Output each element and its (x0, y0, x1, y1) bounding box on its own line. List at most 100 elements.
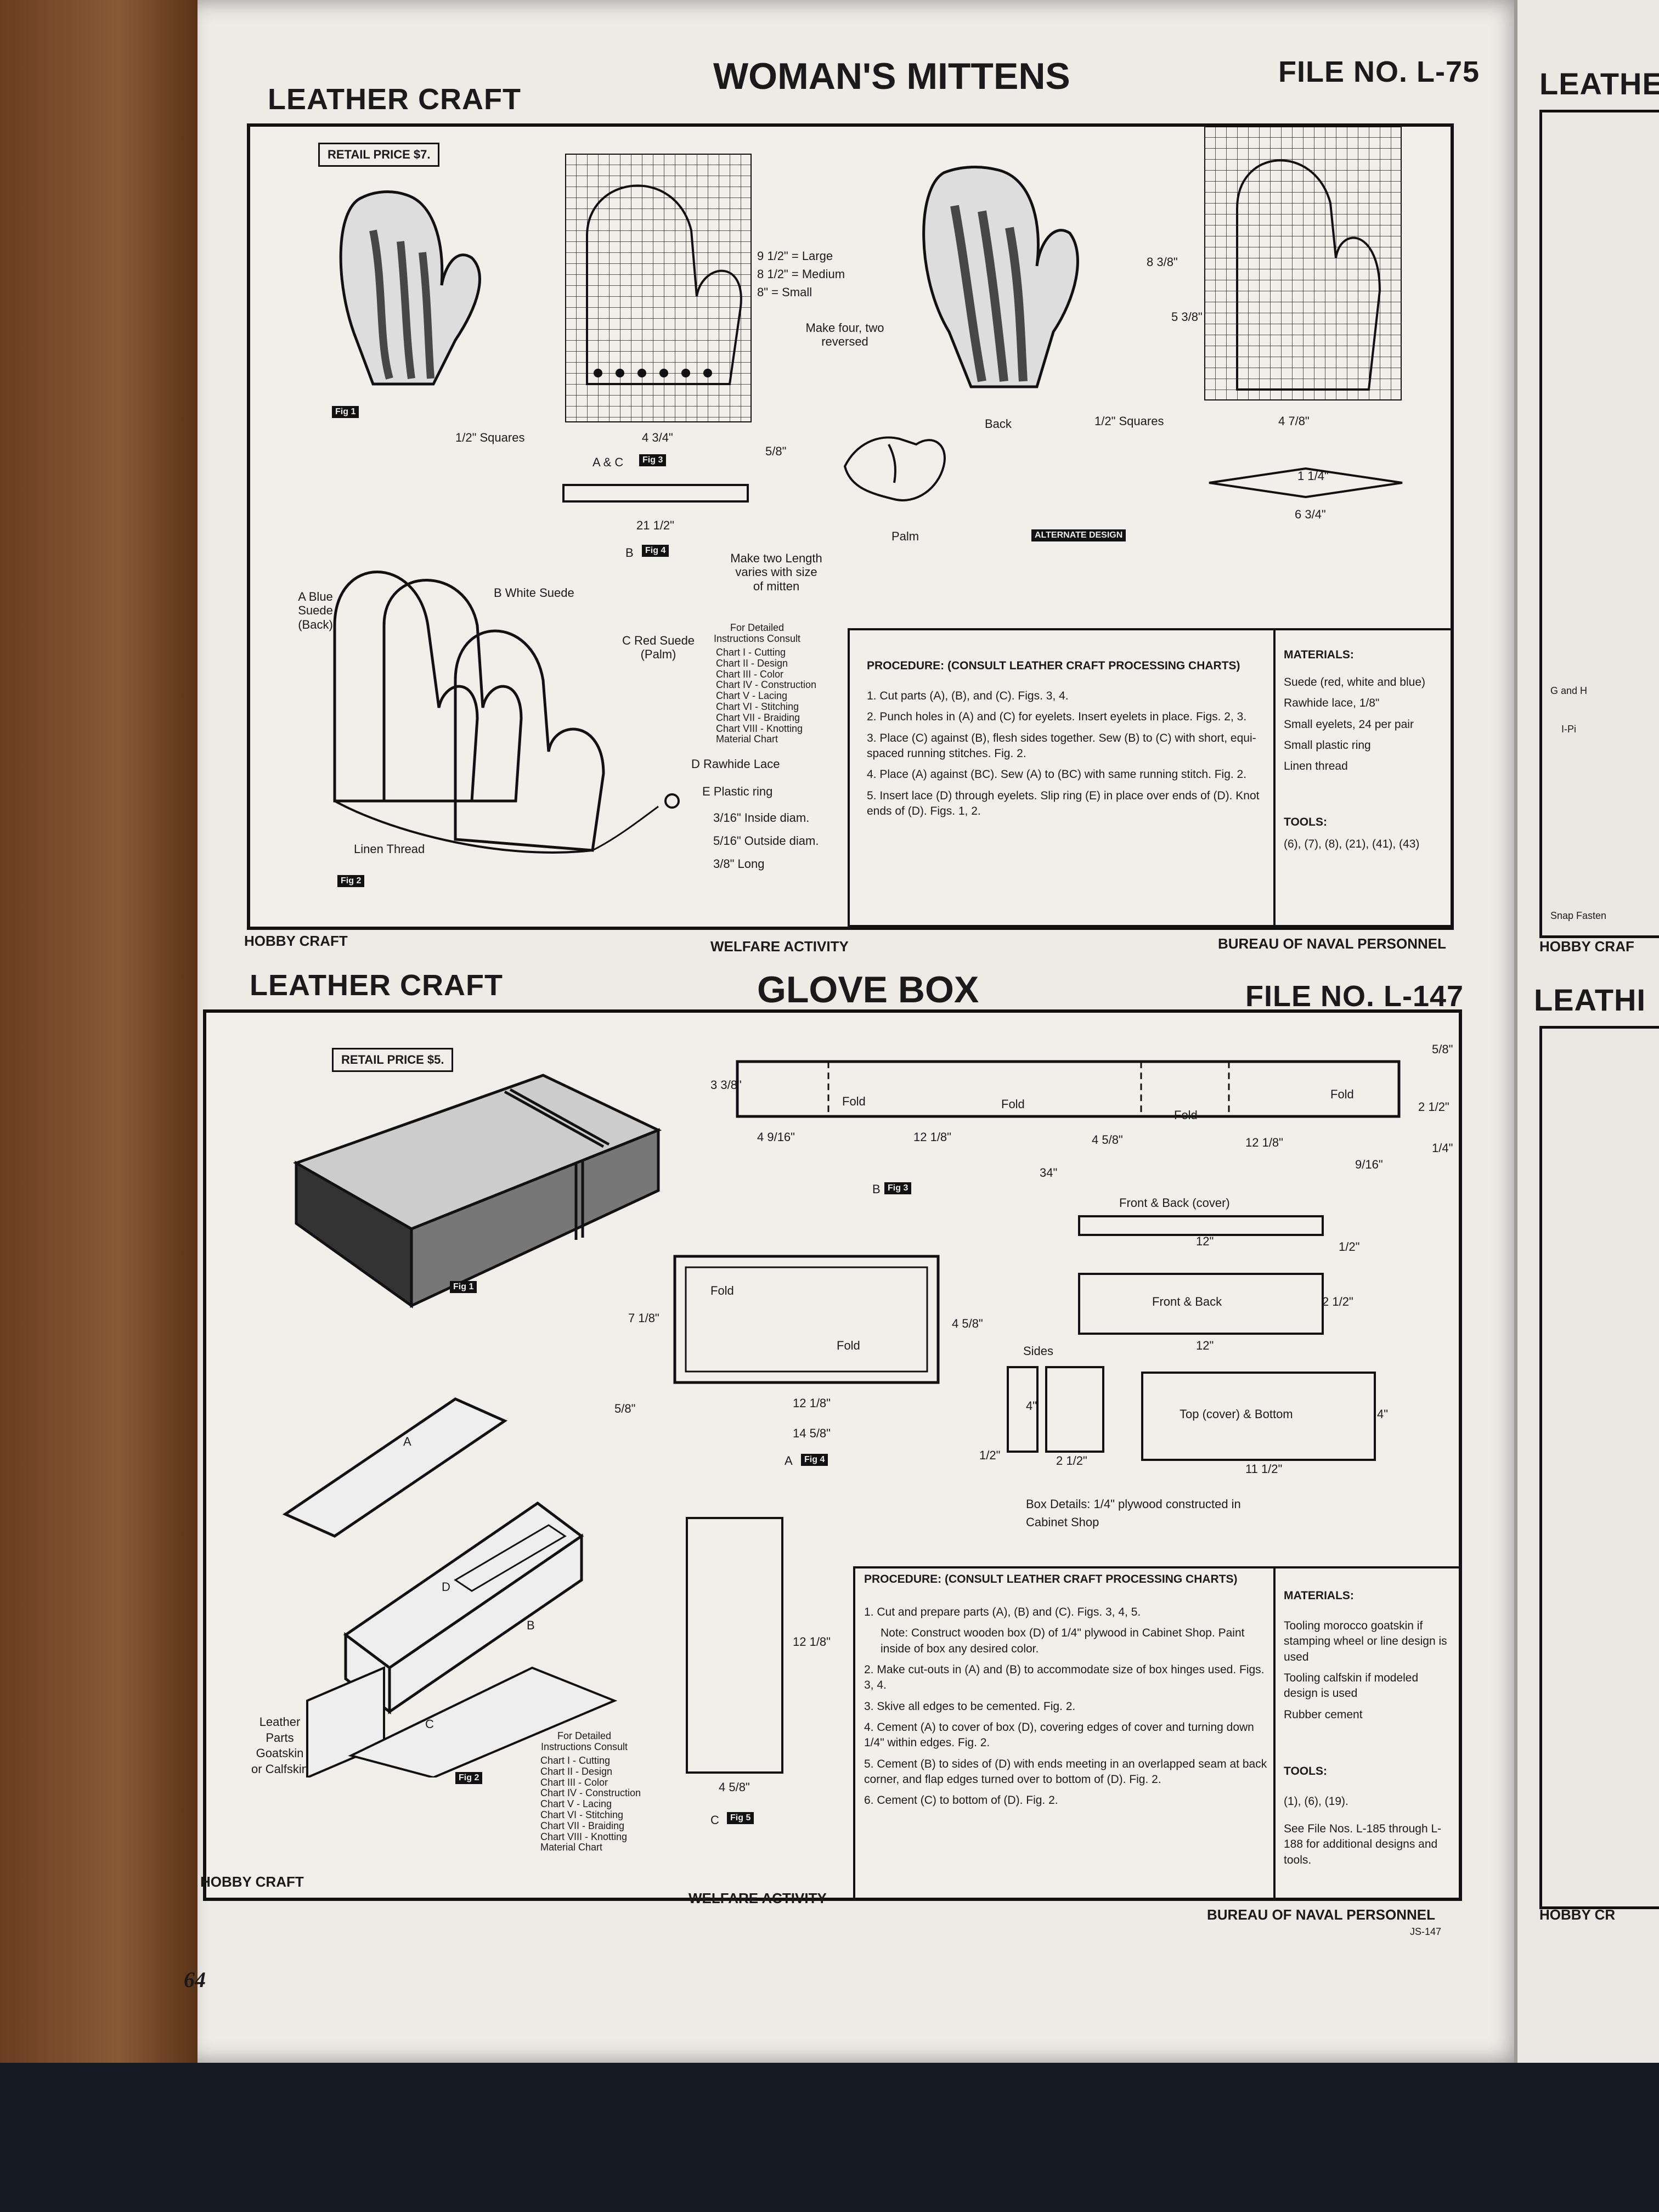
back-label: Back (985, 417, 1012, 431)
side-strip-b (736, 1060, 1401, 1118)
bottom-chart-list: Chart I - Cutting Chart II - Design Char… (540, 1755, 641, 1853)
mittens-step-2: 2. Punch holes in (A) and (C) for eyelet… (867, 710, 1247, 724)
top-footer-left: HOBBY CRAFT (244, 933, 348, 949)
size-large: 9 1/2" = Large (757, 249, 833, 263)
b-chart-2: Chart II - Design (540, 1765, 613, 1777)
dim-12-front: 12" (1196, 1339, 1214, 1352)
glove-box-illustration (293, 1074, 662, 1308)
fold-a-1: Fold (710, 1284, 734, 1297)
dim-7-1-8: 7 1/8" (628, 1311, 659, 1325)
see-file-text: See File Nos. L-185 through L-188 for ad… (1284, 1822, 1442, 1866)
front-back-label: Front & Back (1152, 1295, 1222, 1308)
box-step-2: 2. Make cut-outs in (A) and (B) to accom… (864, 1663, 1265, 1692)
chart-7: Chart VII - Braiding (716, 712, 800, 723)
chart-5: Chart V - Lacing (716, 690, 788, 702)
size-small: 8" = Small (757, 285, 812, 299)
leather-parts-note: Leather Parts Goatskin or Calfskin (251, 1715, 308, 1776)
dim-4-3-4: 4 3/4" (642, 431, 673, 444)
mittens-step-3: 3. Place (C) against (B), flesh sides to… (867, 731, 1256, 760)
top-bottom-panel (1141, 1372, 1376, 1461)
alternate-design-tag: ALTERNATE DESIGN (1031, 529, 1126, 541)
bottom-part-c (686, 1517, 783, 1774)
material-thread: Linen thread (1284, 760, 1348, 773)
chart-3: Chart III - Color (716, 668, 784, 680)
dim-4-5-8-c: 4 5/8" (719, 1780, 750, 1794)
dim-1-1-4: 1 1/4" (1297, 469, 1329, 483)
box-part-a: A (403, 1435, 411, 1448)
dim-3-3-8: 3 3/8" (710, 1078, 742, 1092)
glove-box-assembly-diagram (282, 1397, 618, 1778)
bottom-footer-center: WELFARE ACTIVITY (689, 1890, 827, 1906)
page-number: 64 (184, 1967, 206, 1992)
glovebox-tools: (1), (6), (19). (1284, 1795, 1348, 1808)
ring-outside-diam: 5/16" Outside diam. (713, 833, 819, 848)
right-footer-bottom: HOBBY CR (1539, 1906, 1616, 1923)
fig4-tag-top: Fig 4 (642, 545, 669, 557)
dim-5-8-strip: 5/8" (1432, 1042, 1453, 1056)
label-a-bottom: A (785, 1454, 793, 1468)
dim-12-cover: 12" (1196, 1234, 1214, 1248)
dim-12-1-8-a4: 12 1/8" (793, 1396, 831, 1410)
mitten-back-illustration (922, 166, 1079, 388)
make-two-note: Make two Length varies with size of mitt… (730, 551, 822, 593)
bottom-file-no: FILE NO. L-147 (1245, 980, 1464, 1013)
right-page-edge: LEATHE G and H I-Pi Snap Fasten HOBBY CR… (1514, 0, 1659, 2085)
chart-4: Chart IV - Construction (716, 679, 817, 691)
glovebox-retail-price: RETAIL PRICE $5. (332, 1048, 454, 1072)
mittens-procedure-list: 1. Cut parts (A), (B), and (C). Figs. 3,… (867, 689, 1267, 825)
glovebox-materials-list: Tooling morocco goatskin if stamping whe… (1284, 1618, 1454, 1728)
bottom-title: GLOVE BOX (757, 969, 979, 1011)
part-b-label: B White Suede (494, 586, 574, 600)
palm-label: Palm (891, 529, 919, 543)
glovebox-procedure-title: PROCEDURE: (CONSULT LEATHER CRAFT PROCES… (864, 1573, 1238, 1585)
right-g-h: G and H (1550, 685, 1588, 696)
box-part-c: C (425, 1717, 434, 1731)
lace-diamond (1209, 467, 1403, 499)
mittens-materials-box (1273, 628, 1454, 927)
material-calfskin: Tooling calfskin if modeled design is us… (1284, 1672, 1419, 1700)
part-c-label: C Red Suede (Palm) (622, 634, 695, 662)
mitten-sizes: 9 1/2" = Large 8 1/2" = Medium 8" = Smal… (757, 247, 845, 301)
box-details-note: Box Details: 1/4" plywood constructed in… (1026, 1497, 1241, 1529)
mittens-procedure-title: PROCEDURE: (CONSULT LEATHER CRAFT PROCES… (867, 659, 1240, 672)
material-suede: Suede (red, white and blue) (1284, 676, 1425, 689)
dim-2-1-2-sides: 2 1/2" (1056, 1454, 1087, 1468)
linen-thread-label: Linen Thread (354, 842, 425, 856)
b-chart-8: Chart VIII - Knotting (540, 1831, 628, 1842)
cover-part-a (673, 1255, 940, 1384)
box-part-b: B (527, 1618, 535, 1632)
mitten-illustration (339, 190, 481, 386)
box-step-3: 3. Skive all edges to be cemented. Fig. … (864, 1700, 1076, 1713)
chart-2: Chart II - Design (716, 657, 788, 669)
dim-14-5-8: 14 5/8" (793, 1426, 831, 1440)
mittens-step-1: 1. Cut parts (A), (B), and (C). Figs. 3,… (867, 690, 1069, 702)
bottom-left-header: LEATHER CRAFT (250, 969, 503, 1002)
label-c-bottom: C (710, 1813, 719, 1827)
dark-surface (0, 2063, 1659, 2212)
b-chart-material: Material Chart (540, 1842, 603, 1853)
top-chart-list: Chart I - Cutting Chart II - Design Char… (716, 647, 816, 745)
right-i-pi: I-Pi (1561, 724, 1576, 735)
dim-9-16: 9/16" (1355, 1158, 1383, 1171)
top-bottom-label: Top (cover) & Bottom (1180, 1407, 1293, 1421)
top-consult-title: For Detailed Instructions Consult (713, 622, 801, 644)
ring-specs: 3/16" Inside diam. 5/16" Outside diam. 3… (713, 806, 819, 875)
part-e-label: E Plastic ring (702, 785, 773, 798)
mittens-tools-title: TOOLS: (1284, 816, 1327, 828)
bottom-code: JS-147 (1410, 1926, 1442, 1937)
front-back-cover-strip (1078, 1215, 1324, 1236)
label-b-bottom: B (872, 1182, 881, 1196)
front-back-panel (1078, 1273, 1324, 1335)
glovebox-fig2-tag: Fig 2 (455, 1772, 483, 1784)
box-step-6: 6. Cement (C) to bottom of (D). Fig. 2. (864, 1794, 1058, 1807)
mitten-pattern-grid-front (565, 154, 752, 422)
bottom-footer-right: BUREAU OF NAVAL PERSONNEL (1207, 1906, 1436, 1923)
right-frame-top (1539, 110, 1659, 938)
size-medium: 8 1/2" = Medium (757, 267, 845, 281)
label-ac: A & C (592, 455, 624, 469)
chart-8: Chart VIII - Knotting (716, 723, 803, 734)
box-step-1: 1. Cut and prepare parts (A), (B) and (C… (864, 1606, 1141, 1618)
dim-4-5-8-a: 4 5/8" (952, 1317, 983, 1330)
dim-4-5-8-strip: 4 5/8" (1092, 1133, 1123, 1147)
palm-detail (843, 436, 946, 501)
